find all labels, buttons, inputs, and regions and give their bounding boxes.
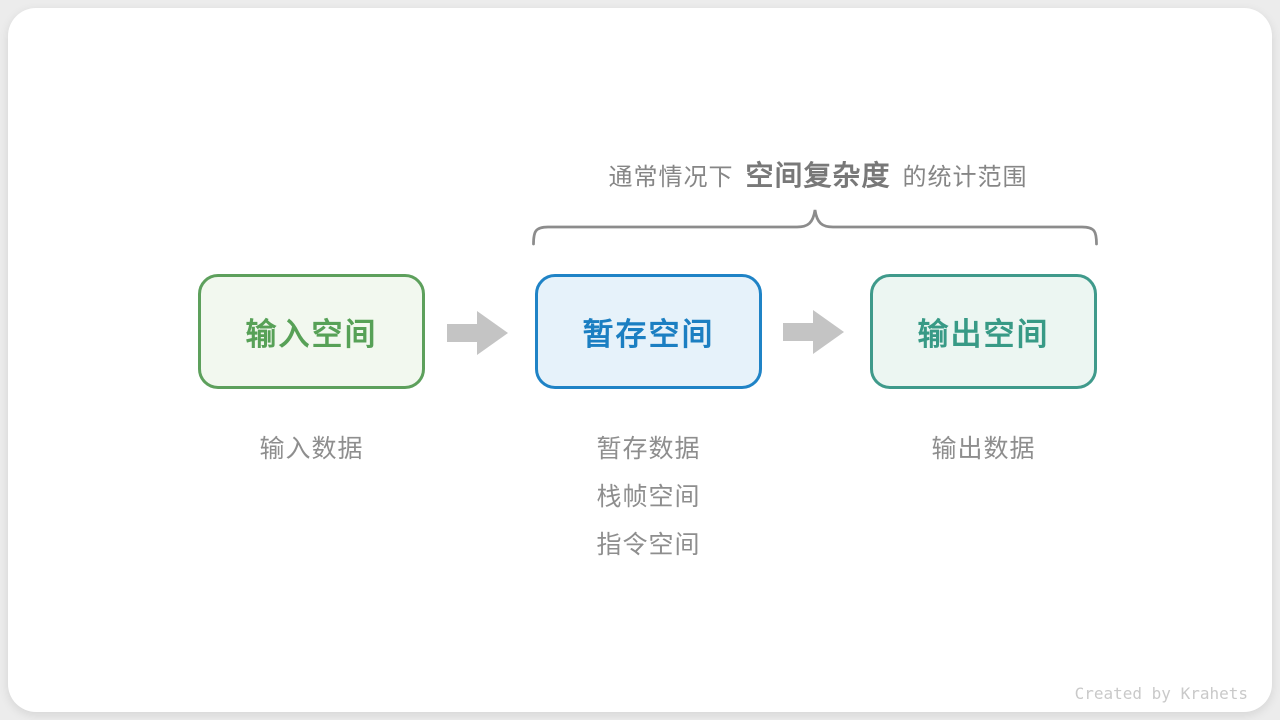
credit-watermark: Created by Krahets [1074,684,1248,703]
temp-sublabels: 暂存数据 栈帧空间 指令空间 [535,425,762,569]
output-space-box: 输出空间 [870,274,1097,389]
curly-brace [532,209,1098,246]
title-highlight: 空间复杂度 [745,160,891,191]
brace-annotation-title: 通常情况下 空间复杂度 的统计范围 [528,154,1108,196]
temp-sublabel: 指令空间 [596,531,701,559]
temp-space-label: 暂存空间 [582,317,715,352]
title-suffix: 的统计范围 [902,164,1028,191]
input-space-label: 输入空间 [245,317,378,352]
input-space-box: 输入空间 [198,274,425,389]
output-space-label: 输出空间 [917,317,1050,352]
diagram-canvas: 通常情况下 空间复杂度 的统计范围 输入空间 暂存空间 输出空间 输入数据 暂存… [8,8,1272,712]
temp-space-box: 暂存空间 [535,274,762,389]
arrow-right-icon [447,311,508,355]
input-sublabel: 输入数据 [259,435,364,463]
input-sublabels: 输入数据 [198,425,425,473]
output-sublabel: 输出数据 [931,435,1036,463]
title-prefix: 通常情况下 [608,164,734,191]
arrow-right-icon [783,310,844,354]
output-sublabels: 输出数据 [870,425,1097,473]
temp-sublabel: 栈帧空间 [596,483,701,511]
temp-sublabel: 暂存数据 [596,435,701,463]
